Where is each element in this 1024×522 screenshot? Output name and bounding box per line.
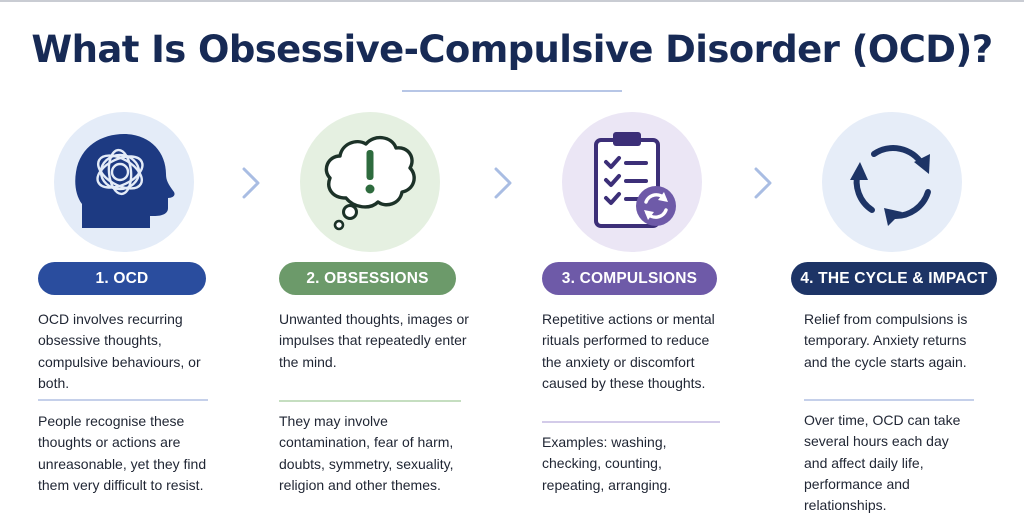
step-2-description: Unwanted thoughts, images or impulses th… [279,311,469,370]
step-4-description: Relief from compulsions is temporary. An… [804,311,968,370]
step-3-description: Repetitive actions or mental rituals per… [542,311,715,391]
step-2-icon-circle [300,112,440,252]
step-1-label: 1. OCD [38,262,206,295]
step-4-note: Over time, OCD can take several hours ea… [804,412,961,514]
step-1-divider [38,399,208,401]
chevron-right-icon [494,167,512,199]
head-with-tangled-thoughts-icon [75,134,175,228]
chevron-right-icon [242,167,260,199]
step-2-note: They may involve contamination, fear of … [279,413,454,493]
step-1-description: OCD involves recurring obsessive thought… [38,311,201,391]
step-3-label: 3. COMPULSIONS [542,262,717,295]
step-4-label: 4. THE CYCLE & IMPACT [791,262,997,295]
step-2-label: 2. OBSESSIONS [279,262,456,295]
cycle-arrows-icon [850,145,931,226]
title-underline [402,90,622,92]
step-1-icon-circle [54,112,194,252]
step-3-note: Examples: washing, checking, counting, r… [542,434,672,493]
step-4-divider [804,399,974,401]
chevron-right-icon [754,167,772,199]
page-title: What Is Obsessive-Compulsive Disorder (O… [31,28,993,71]
thought-bubble-exclamation-icon [324,136,416,231]
step-3-icon-circle [562,112,702,252]
step-2-divider [279,400,461,402]
step-3-divider [542,421,720,423]
top-rule [0,0,1024,2]
step-1-note: People recognise these thoughts or actio… [38,413,207,493]
step-4-icon-circle [822,112,962,252]
clipboard-checklist-repeat-icon [594,132,676,228]
